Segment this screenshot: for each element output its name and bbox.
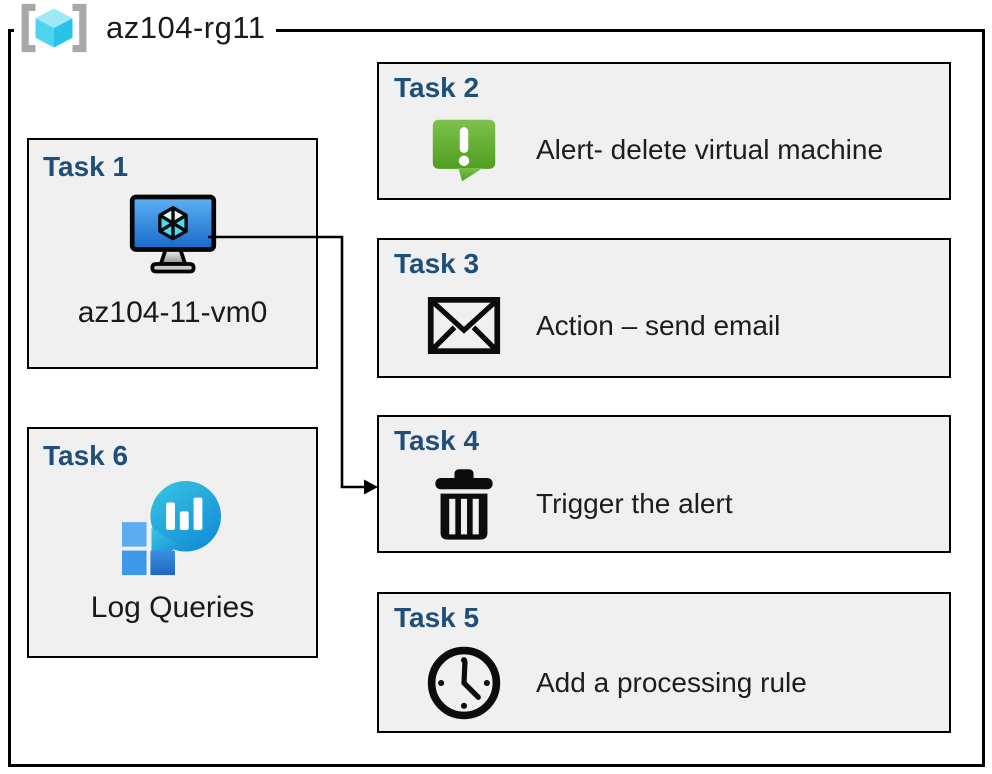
task-box-1: Task 1 az104-11-vm0 <box>27 138 318 369</box>
alert-message-icon <box>420 115 508 185</box>
task-4-title: Task 4 <box>394 425 480 456</box>
task-5-label: Add a processing rule <box>536 667 807 698</box>
task-6-label: Log Queries <box>90 591 255 624</box>
task-box-3: Task 3 Action – send email <box>377 238 951 378</box>
email-envelope-icon <box>420 295 508 356</box>
task-box-4: Task 4 Trigger the alert <box>377 415 951 553</box>
task-6-title: Task 6 <box>43 440 129 471</box>
log-queries-icon <box>120 481 226 579</box>
clock-icon <box>420 643 508 723</box>
task-box-6: Task 6 Log Q <box>27 427 318 658</box>
task-4-label: Trigger the alert <box>536 488 733 519</box>
task-box-2: Task 2 Alert- delete virtual machine <box>377 62 951 200</box>
resource-group-icon <box>18 3 90 53</box>
task-1-title: Task 1 <box>43 151 129 182</box>
task-1-label: az104-11-vm0 <box>77 296 268 329</box>
resource-group-label: az104-rg11 <box>14 2 276 54</box>
task-2-label: Alert- delete virtual machine <box>536 134 884 165</box>
task-5-title: Task 5 <box>394 602 480 633</box>
task-3-title: Task 3 <box>394 248 480 279</box>
task-box-5: Task 5 Add a processing rule <box>377 592 951 733</box>
task-3-label: Action – send email <box>536 309 781 341</box>
trash-delete-icon <box>420 462 508 546</box>
resource-group-name: az104-rg11 <box>106 10 266 45</box>
virtual-machine-icon <box>128 192 218 276</box>
task-2-title: Task 2 <box>394 72 480 103</box>
